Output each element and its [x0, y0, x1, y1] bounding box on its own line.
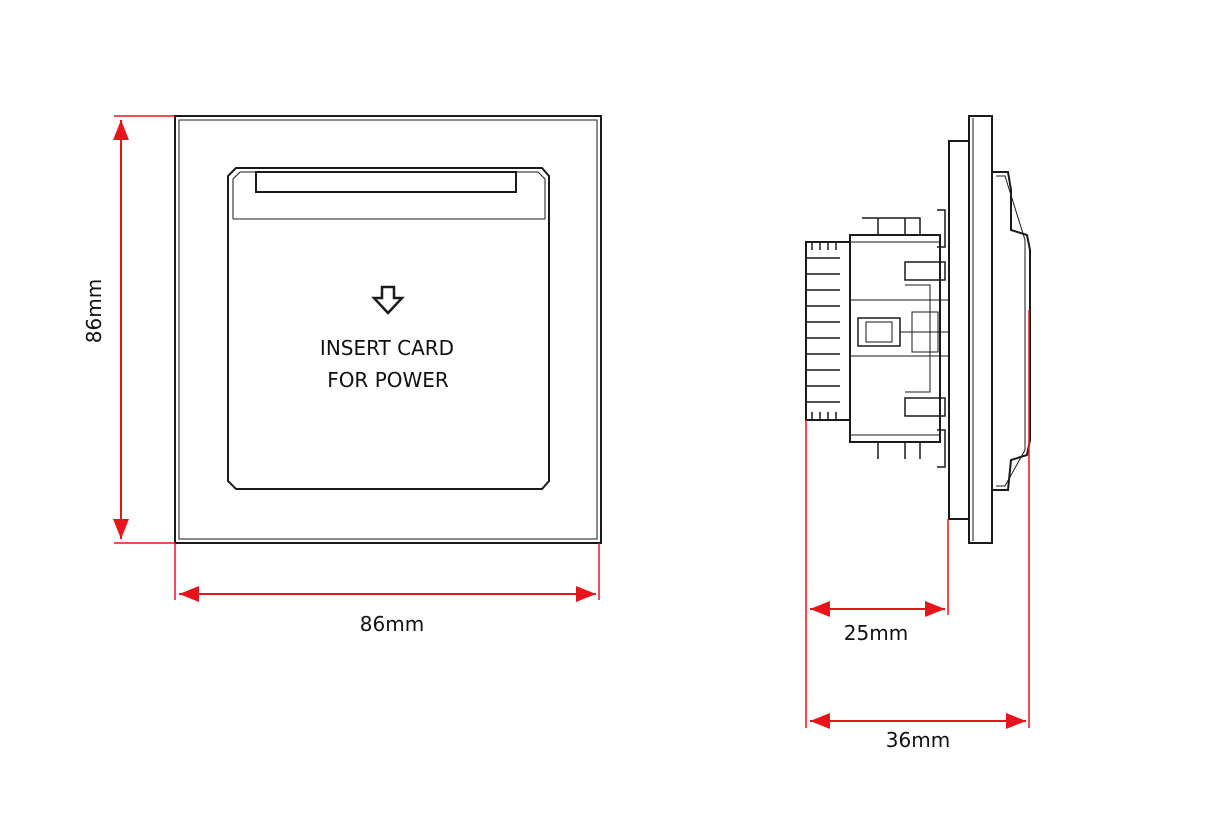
side-view — [805, 115, 1031, 544]
side-front-plate — [968, 115, 993, 544]
arrow-down-icon — [371, 285, 405, 315]
side-body — [849, 234, 941, 443]
side-back-plate — [948, 140, 970, 520]
height-label: 86mm — [82, 279, 106, 343]
body-depth-label: 25mm — [844, 621, 908, 645]
card-slot — [255, 171, 517, 193]
front-inner-frame — [178, 119, 598, 540]
total-depth-label: 36mm — [886, 728, 950, 752]
side-dimensions: 25mm 36mm — [805, 310, 1030, 752]
front-view: INSERT CARD FOR POWER — [174, 115, 602, 544]
width-label: 86mm — [360, 612, 424, 636]
side-rear-ribbed — [805, 241, 851, 421]
card-panel — [227, 167, 550, 490]
front-outer-frame — [174, 115, 602, 544]
card-label-line1: INSERT CARD — [320, 336, 454, 360]
card-label-line2: FOR POWER — [327, 368, 449, 392]
front-dimensions: 86mm 86mm — [82, 115, 600, 636]
side-card-cover — [992, 171, 1031, 491]
side-ribs — [806, 242, 840, 420]
